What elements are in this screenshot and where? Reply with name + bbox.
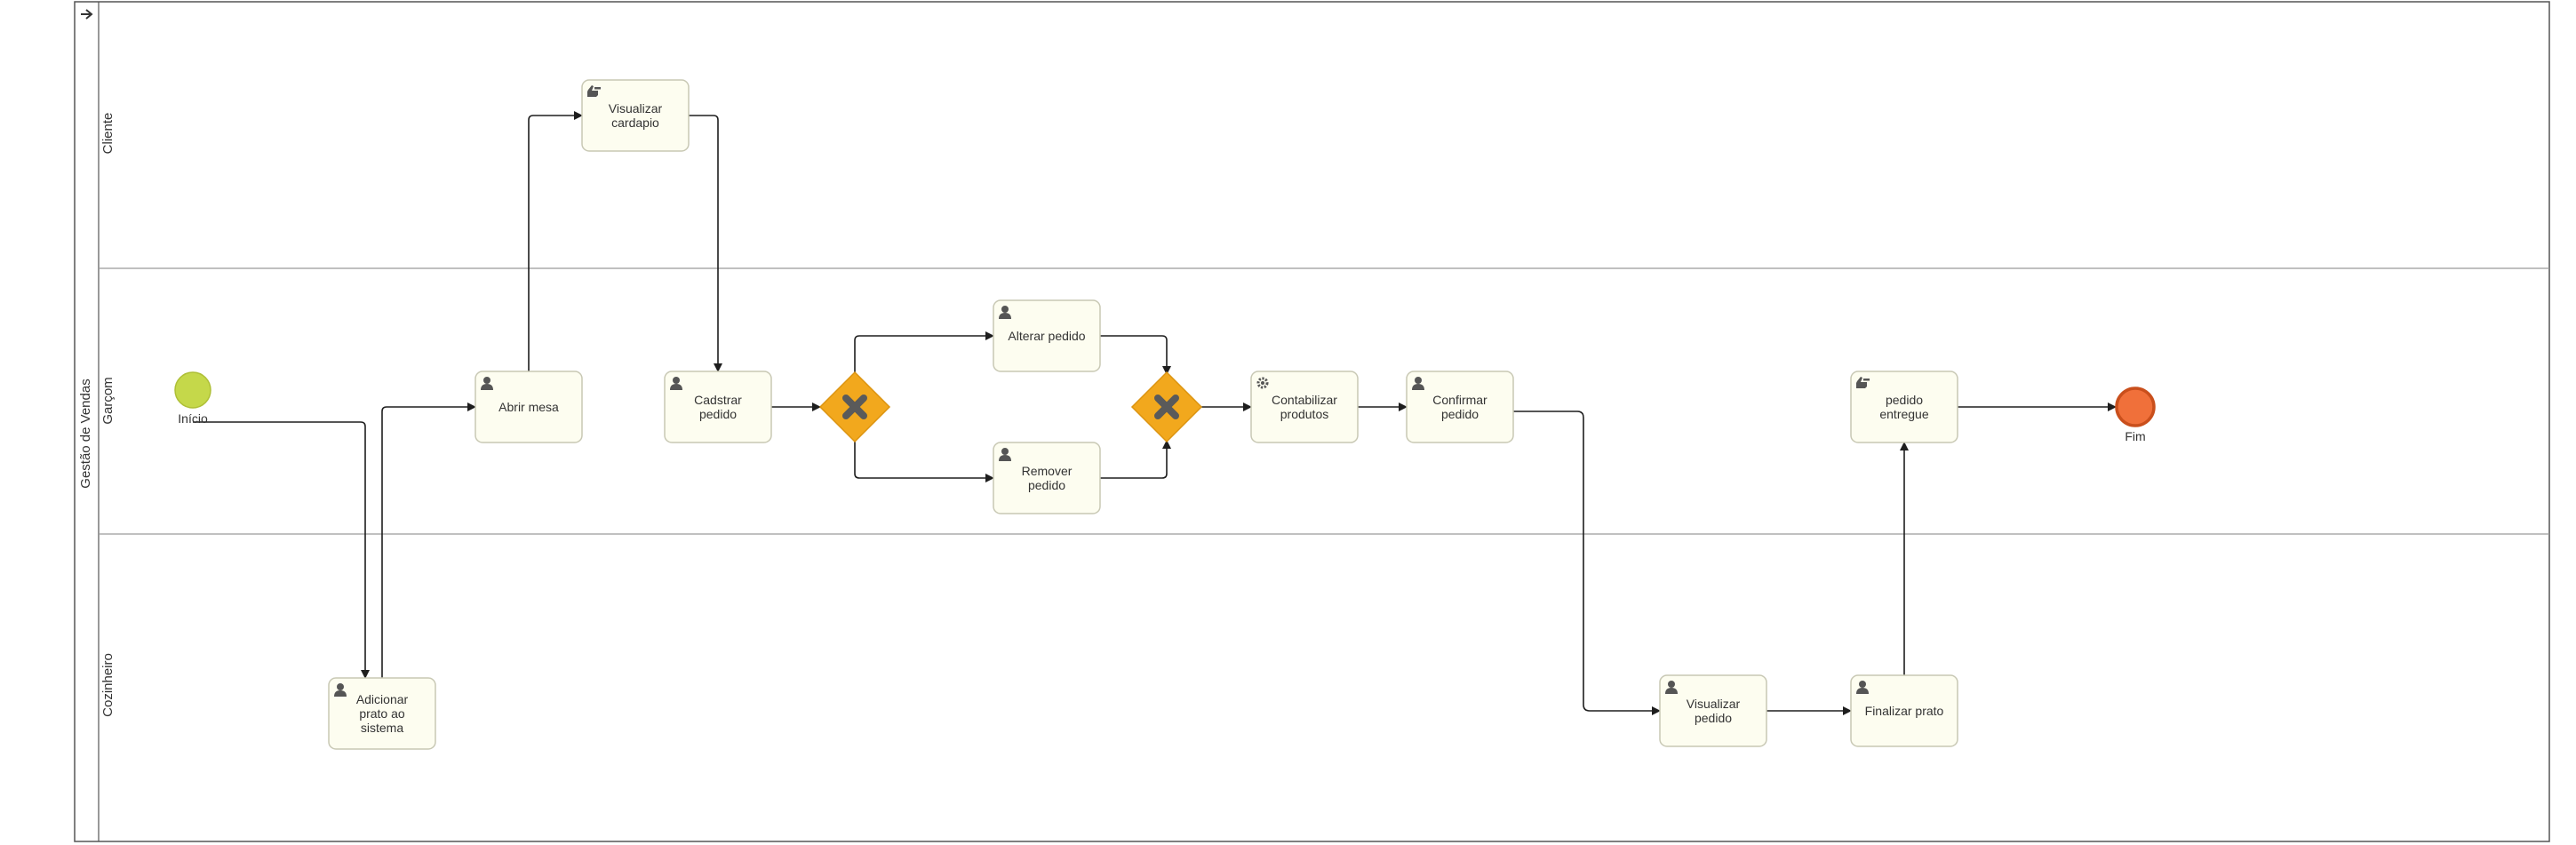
task-label-line: Adicionar: [356, 692, 409, 706]
task-label-line: sistema: [361, 721, 403, 735]
flow-visualizar-cadastrar[interactable]: [689, 115, 722, 372]
task-label-line: Finalizar prato: [1865, 704, 1944, 718]
flow-gateway-remover[interactable]: [854, 441, 994, 482]
task-label-line: Confirmar: [1432, 393, 1487, 407]
task-label-line: pedido: [1441, 407, 1479, 421]
user-icon: [1412, 377, 1424, 390]
user-icon: [481, 377, 493, 390]
gear-icon: [1256, 377, 1269, 389]
user-icon: [999, 306, 1011, 319]
end-event[interactable]: Fim: [2115, 387, 2156, 443]
task-abrir-mesa[interactable]: Abrir mesa: [475, 371, 583, 443]
exclusive-gateway-split[interactable]: [818, 371, 891, 443]
task-label-line: Abrir mesa: [498, 400, 559, 414]
flow-alterar-gateway2[interactable]: [1100, 335, 1171, 375]
user-icon: [1665, 681, 1678, 694]
lane-label-garcom: Garçom: [100, 377, 116, 424]
lane-label-cozinheiro: Cozinheiro: [100, 653, 116, 717]
flow-gateway-alterar[interactable]: [854, 331, 994, 374]
exclusive-gateway-merge[interactable]: [1130, 371, 1203, 443]
arrow-right-icon[interactable]: [81, 9, 93, 20]
task-label-line: pedido: [1695, 711, 1732, 725]
task-label-line: Visualizar: [609, 101, 663, 116]
x-mark-icon: [842, 395, 867, 419]
task-label-line: prato ao: [359, 706, 405, 721]
task-label-line: Alterar pedido: [1008, 329, 1085, 343]
flow-inicio-adicionar[interactable]: [193, 421, 370, 679]
user-icon: [334, 683, 347, 697]
flow-abrir-visualizar[interactable]: [528, 111, 583, 371]
flow-adicionar-abrir[interactable]: [381, 403, 476, 678]
task-alterar-pedido[interactable]: Alterar pedido: [993, 299, 1101, 372]
task-label-line: Remover: [1022, 464, 1073, 478]
user-icon: [999, 448, 1011, 461]
flow-remover-gateway2[interactable]: [1100, 440, 1171, 479]
task-finalizar-prato[interactable]: Finalizar prato: [1850, 674, 1958, 747]
task-label-line: entregue: [1879, 407, 1928, 421]
start-event[interactable]: Início: [174, 371, 211, 426]
manual-hand-icon: [587, 85, 601, 97]
task-label-line: produtos: [1280, 407, 1328, 421]
flow-confirmar-visualizar-pedido[interactable]: [1513, 411, 1661, 715]
task-label-line: pedido: [699, 407, 737, 421]
task-label-line: Visualizar: [1687, 697, 1741, 711]
task-label-line: Cadstrar: [694, 393, 742, 407]
start-event-label: Início: [178, 411, 208, 426]
sequence-flows: [193, 111, 2117, 715]
lane-label-cliente: Cliente: [100, 113, 116, 155]
task-label-line: pedido: [1886, 393, 1923, 407]
task-label-line: pedido: [1028, 478, 1065, 492]
pool-name: Gestão de Vendas: [78, 379, 93, 488]
task-label-line: cardapio: [611, 116, 659, 130]
user-icon: [1856, 681, 1869, 694]
x-mark-icon: [1154, 395, 1179, 419]
end-event-label: Fim: [2125, 429, 2145, 443]
user-icon: [670, 377, 682, 390]
manual-hand-icon: [1856, 377, 1870, 388]
task-label-line: Contabilizar: [1272, 393, 1337, 407]
